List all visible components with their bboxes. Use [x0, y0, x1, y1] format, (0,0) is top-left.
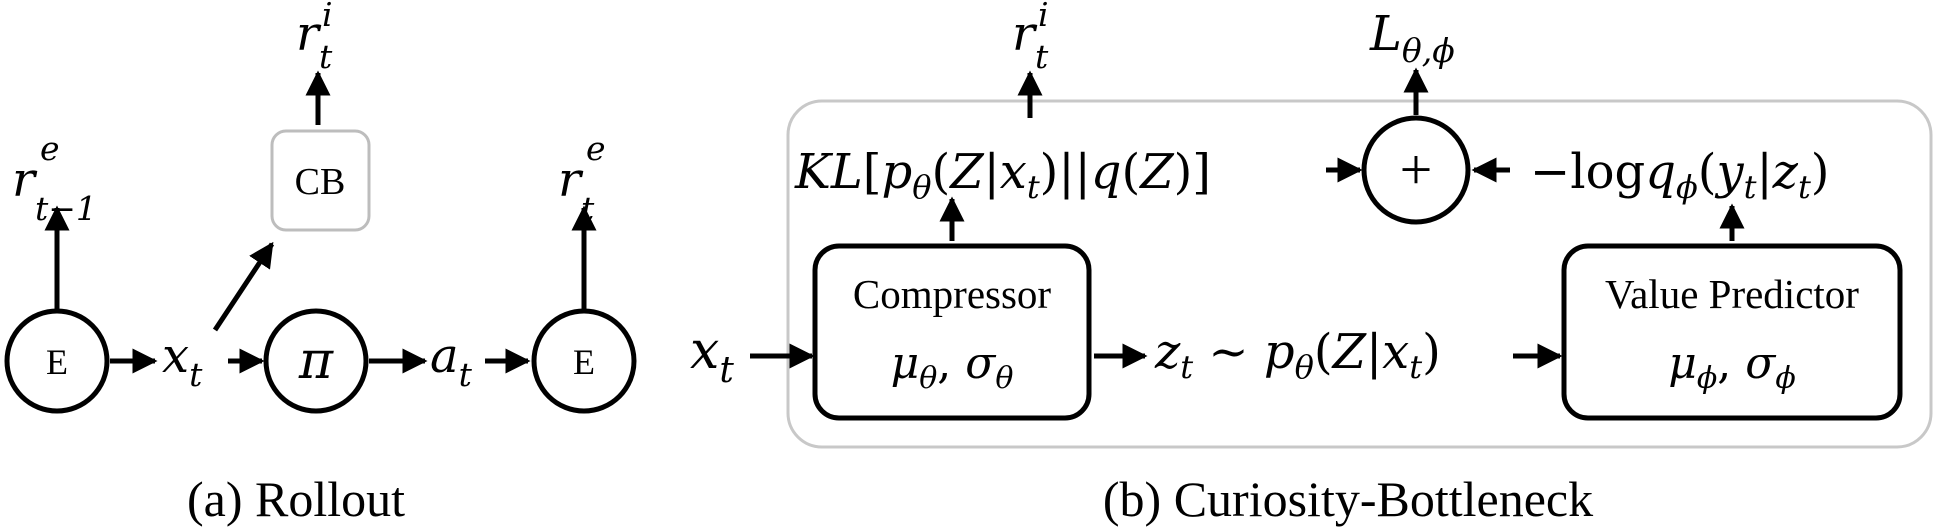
- state-xt: xt: [162, 328, 203, 394]
- rollout-caption: (a) Rollout: [187, 471, 405, 527]
- latent-sample-expression: zt ~ pθ(Z|xt): [1154, 324, 1441, 386]
- env-node-right: [531, 308, 637, 414]
- value-predictor-params: μϕ, σϕ: [1668, 338, 1796, 396]
- rollout-intrinsic-reward-sup: i: [322, 0, 333, 34]
- rollout-panel: E rt−1 e xt CB rt i π at: [4, 0, 637, 527]
- cb-box-label: CB: [295, 161, 346, 203]
- loss-term: Lθ,ϕ: [1369, 6, 1455, 70]
- value-predictor-box: [1561, 243, 1903, 421]
- rollout-intrinsic-reward: rt: [296, 6, 333, 76]
- extrinsic-reward-sup: e: [586, 129, 606, 168]
- cb-intrinsic-reward: rt: [1012, 6, 1049, 76]
- env-node-left-label: E: [46, 342, 68, 382]
- prev-extrinsic-reward: rt−1: [12, 152, 97, 228]
- negative-log-likelihood-term: −logqϕ(yt|zt): [1530, 144, 1830, 206]
- cb-intrinsic-reward-sup: i: [1038, 0, 1049, 34]
- extrinsic-reward: rt: [558, 152, 595, 228]
- prev-extrinsic-reward-sup: e: [40, 129, 60, 168]
- kl-divergence-term: KL[pθ(Z|xt)||q(Z)]: [794, 144, 1211, 206]
- cb-container: [786, 99, 1933, 449]
- arrow-state-to-cb: [212, 241, 275, 332]
- sum-node: [1361, 115, 1471, 225]
- env-node-left: [4, 308, 110, 414]
- value-predictor-title: Value Predictor: [1605, 271, 1859, 317]
- curiosity-bottleneck-caption: (b) Curiosity-Bottleneck: [1103, 471, 1593, 527]
- env-node-right-label: E: [573, 342, 595, 382]
- curiosity-bottleneck-panel: xt Compressor μθ, σθ KL[pθ(Z|xt)||q(Z)] …: [690, 0, 1933, 527]
- policy-node: [263, 308, 369, 414]
- compressor-box: [812, 243, 1092, 421]
- cb-box: [270, 129, 371, 232]
- sum-node-label: +: [1400, 137, 1433, 202]
- compressor-params: μθ, σθ: [891, 338, 1014, 396]
- policy-node-label: π: [298, 331, 334, 391]
- compressor-title: Compressor: [853, 271, 1052, 317]
- cb-input-xt: xt: [690, 321, 734, 391]
- action-at: at: [430, 328, 473, 394]
